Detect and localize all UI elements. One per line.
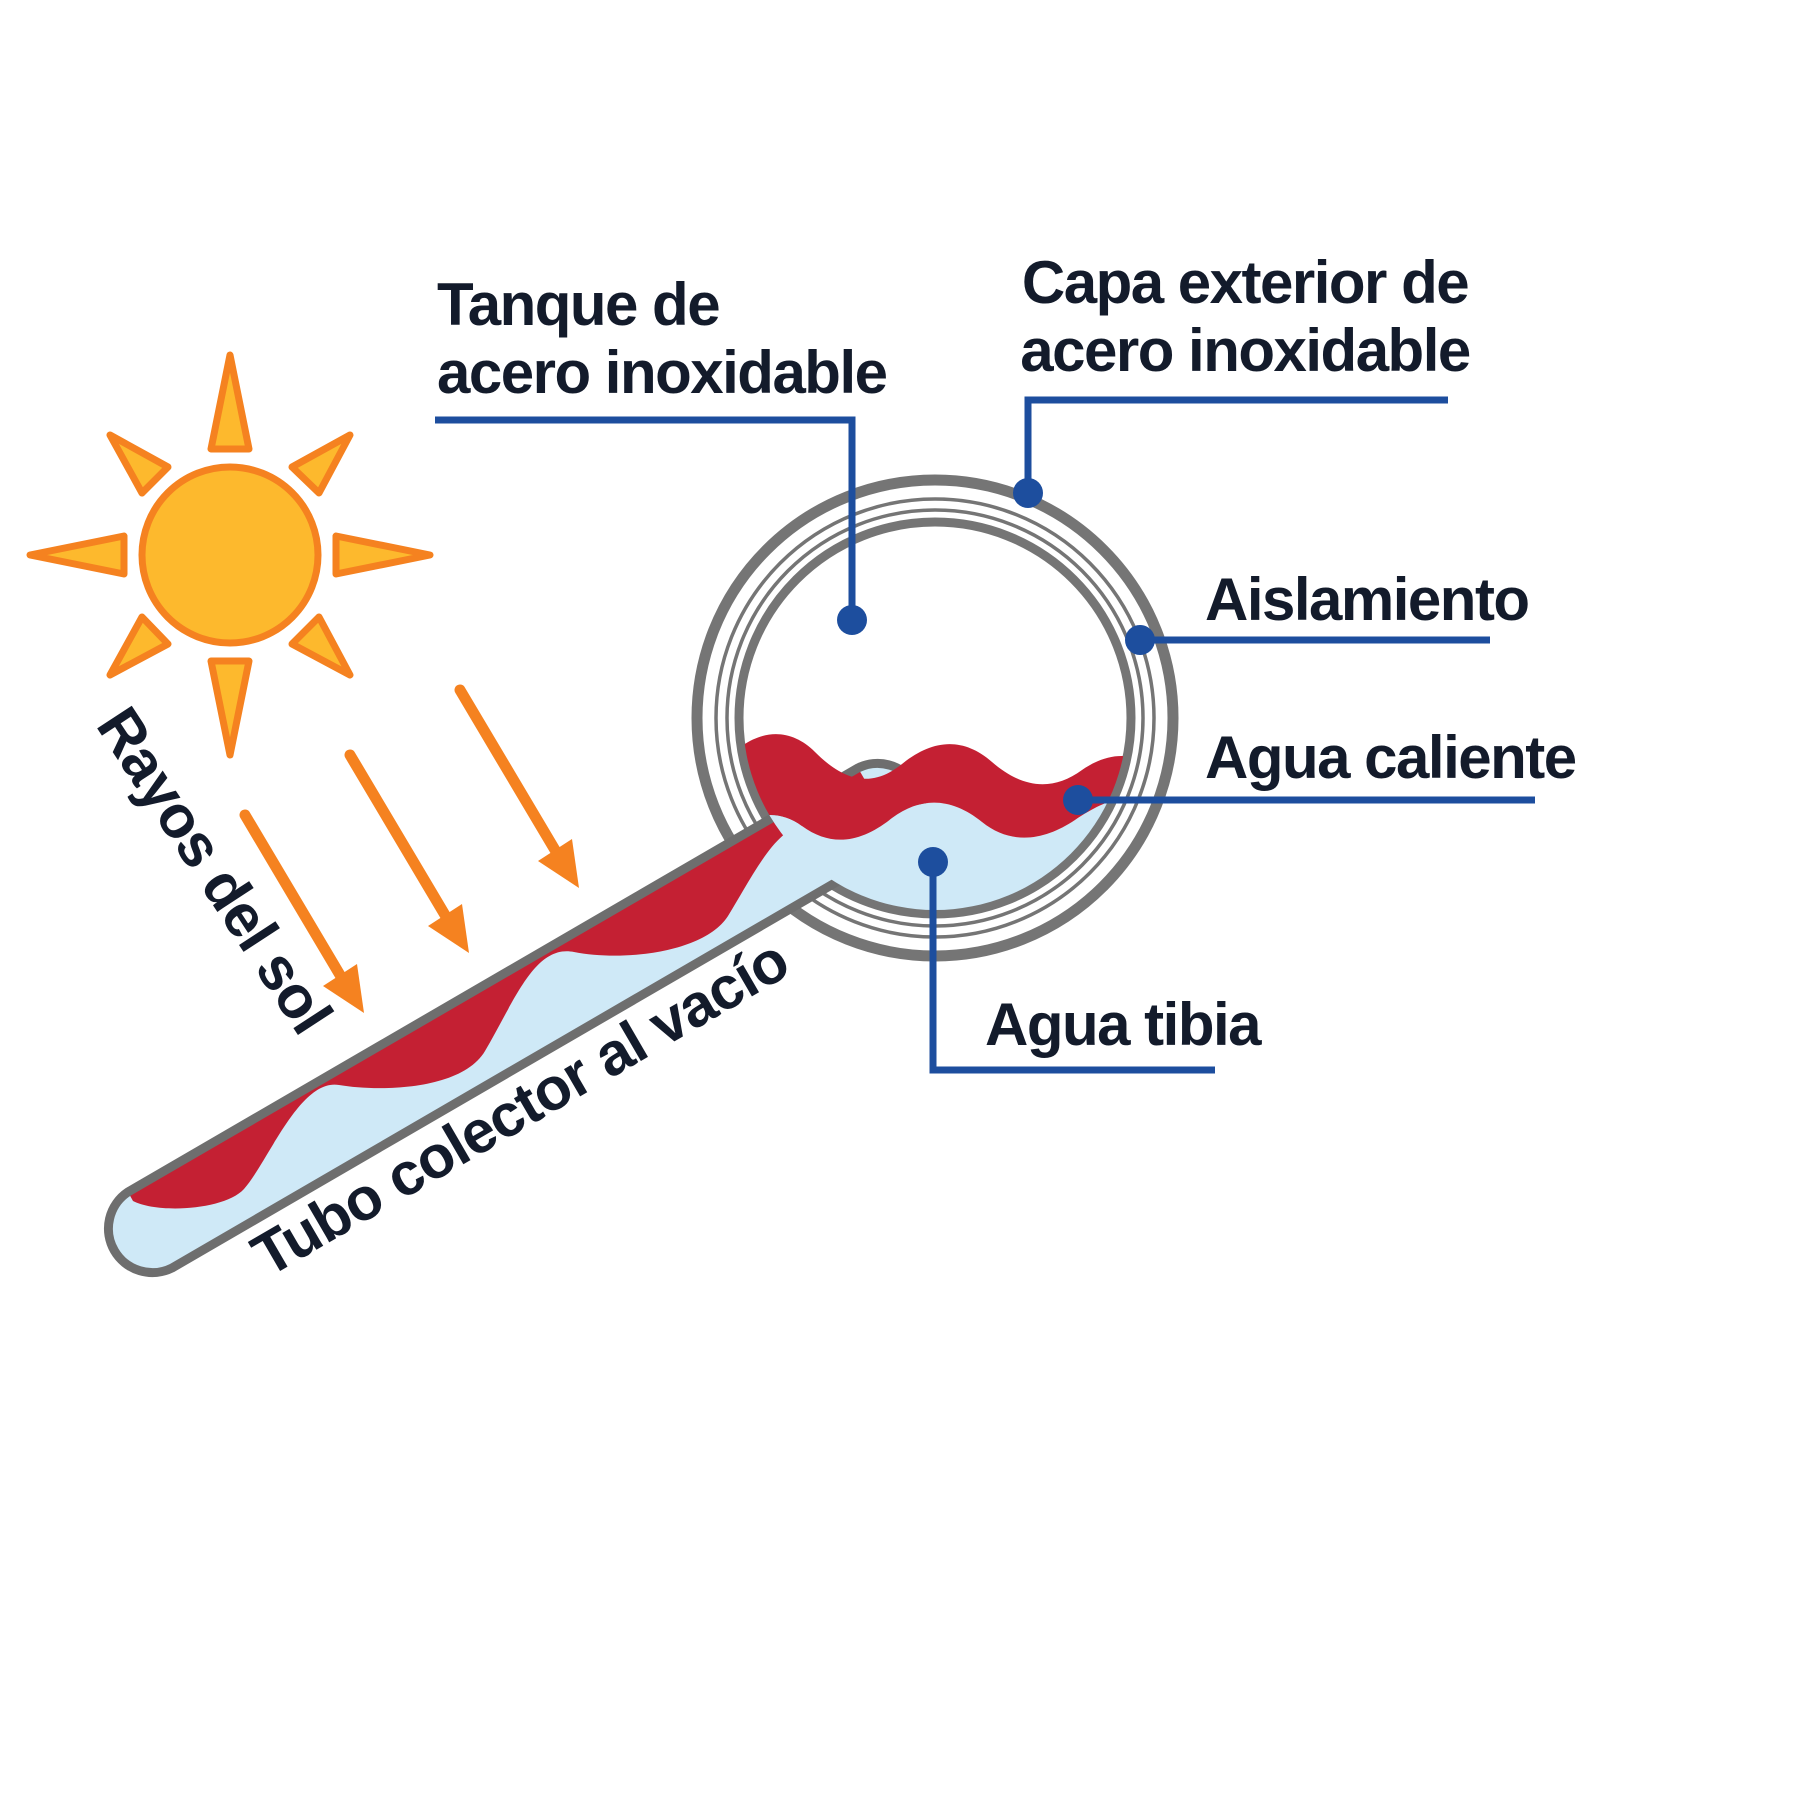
- label-insulation: Aislamiento: [1205, 566, 1529, 633]
- sun-ray-icon: [207, 657, 253, 759]
- sun-ray-arrows: [239, 684, 579, 1013]
- leader-dot-outer-layer: [1013, 478, 1043, 508]
- hot-water-layer: [743, 734, 1127, 842]
- arrow-icon: [344, 749, 451, 921]
- leader-dot-hot-water: [1063, 785, 1093, 815]
- arrow-icon: [239, 809, 346, 981]
- sun-icon: [26, 351, 434, 759]
- leader-dot-warm-water: [918, 847, 948, 877]
- sun-ray-icon: [26, 532, 128, 578]
- sun-ray-icon: [288, 431, 354, 497]
- label-sun-rays: Rayos del sol: [84, 695, 345, 1044]
- leader-dot-tank: [837, 605, 867, 635]
- sun-ray-icon: [106, 431, 172, 497]
- arrow-head-icon: [323, 964, 364, 1013]
- label-tank-line2: acero inoxidable: [437, 339, 887, 406]
- leader-line-warm-water: [929, 862, 1215, 1074]
- leader-dot-insulation: [1125, 625, 1155, 655]
- sun-ray-icon: [106, 613, 172, 679]
- labels: Tanque de acero inoxidable Capa exterior…: [437, 249, 1577, 1058]
- sun-ray-icon: [288, 613, 354, 679]
- arrow-icon: [454, 684, 561, 856]
- leader-line-tank: [435, 416, 856, 620]
- tube-hot-water-layer: [128, 768, 885, 1209]
- label-hot-water: Agua caliente: [1205, 724, 1576, 791]
- label-warm-water: Agua tibia: [985, 991, 1262, 1058]
- leader-line-outer-layer: [1024, 396, 1448, 493]
- sun-ray-icon: [332, 532, 434, 578]
- sun-ray-icon: [207, 351, 253, 453]
- label-tank-line1: Tanque de: [437, 271, 719, 338]
- arrow-head-icon: [428, 904, 469, 953]
- label-outer-layer-line1: Capa exterior de: [1022, 249, 1468, 316]
- sun-body: [138, 463, 322, 647]
- label-outer-layer-line2: acero inoxidable: [1020, 317, 1470, 384]
- leader-lines: [435, 396, 1535, 1074]
- arrow-head-icon: [538, 839, 579, 888]
